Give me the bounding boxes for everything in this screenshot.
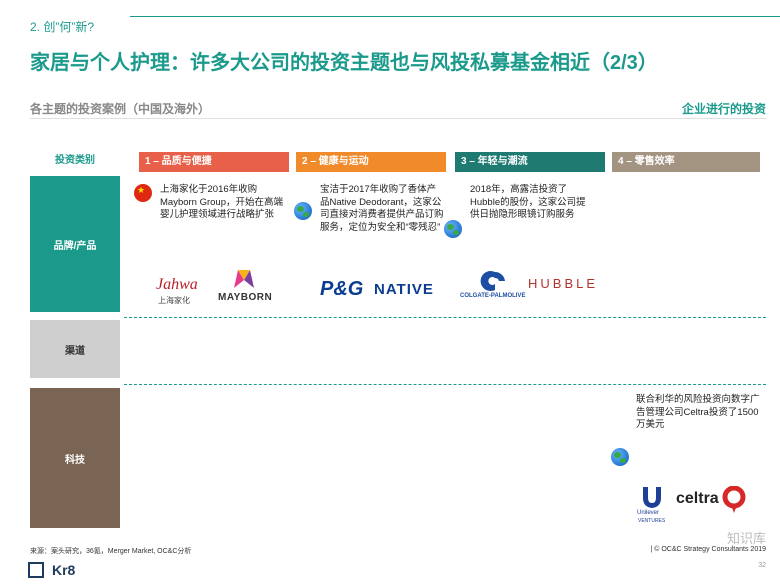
unilever-mark-icon	[643, 487, 661, 508]
mayborn-mark-icon	[234, 270, 254, 288]
row-label-tech-text: 科技	[65, 454, 85, 466]
source-note: 来源：案头研究，36氪，Merger Market, OC&C分析	[30, 548, 192, 555]
row-label-brand-text: 品牌/产品	[53, 240, 97, 252]
subtitle-right: 企业进行的投资	[681, 102, 766, 116]
unilever-logo: Unilever	[637, 510, 660, 516]
category-header: 投资类别	[55, 155, 95, 166]
case-text-unilever: 联合利华的风险投资向数字广告管理公司Celtra投资了1500万美元	[636, 394, 760, 430]
jahwa-logo: Jahwa	[156, 276, 198, 293]
row-divider	[124, 317, 766, 318]
row-divider	[124, 384, 766, 385]
subtitle-divider	[30, 118, 766, 119]
row-label-channel-text: 渠道	[65, 345, 85, 357]
row-label-channel: 渠道	[30, 320, 120, 378]
china-flag-icon: ★	[134, 184, 152, 202]
column-header-health: 2 – 健康与运动	[296, 152, 446, 172]
subtitle-left: 各主题的投资案例（中国及海外）	[30, 102, 211, 116]
case-text-pg: 宝洁于2017年收购了香体产品Native Deodorant，这家公司直接对消…	[320, 184, 444, 233]
native-logo: NATIVE	[374, 281, 434, 298]
column-header-retail: 4 – 零售效率	[612, 152, 760, 172]
column-header-youth: 3 – 年轻与潮流	[455, 152, 605, 172]
kr-logo: Kr8	[52, 562, 76, 578]
pg-logo: P&G	[320, 278, 364, 300]
case-text-colgate: 2018年，高露洁投资了Hubble的股份，这家公司提供日抛隐形眼镜订购服务	[470, 184, 586, 220]
jahwa-logo-cn: 上海家化	[158, 296, 190, 305]
page-title: 家居与个人护理：许多大公司的投资主题也与风投私募基金相近（2/3）	[30, 52, 658, 74]
case-text-jahwa: 上海家化于2016年收购Mayborn Group，开始在高端婴儿护理领域进行战…	[160, 184, 284, 220]
kr-logo-mark-icon	[28, 562, 44, 578]
globe-icon	[444, 220, 462, 238]
mayborn-logo: MAYBORN	[218, 292, 273, 303]
globe-icon	[294, 202, 312, 220]
section-number: 2. 创”何”新?	[30, 20, 95, 34]
column-header-quality: 1 – 品质与便捷	[139, 152, 289, 172]
row-label-tech: 科技	[30, 388, 120, 528]
globe-icon	[611, 448, 629, 466]
celtra-mark-icon	[722, 486, 746, 513]
copyright: | © OC&C Strategy Consultants 2019	[650, 546, 766, 553]
page-number: 32	[758, 562, 766, 569]
watermark: 知识库	[726, 531, 766, 546]
hubble-logo: HUBBLE	[528, 276, 599, 291]
row-label-brand: 品牌/产品	[30, 176, 120, 312]
celtra-logo: celtra	[676, 490, 719, 507]
top-divider	[130, 16, 780, 17]
colgate-mark-icon	[480, 271, 505, 291]
colgate-logo: COLGATE-PALMOLIVE	[460, 293, 526, 299]
unilever-ventures-label: VENTURES	[638, 518, 666, 524]
